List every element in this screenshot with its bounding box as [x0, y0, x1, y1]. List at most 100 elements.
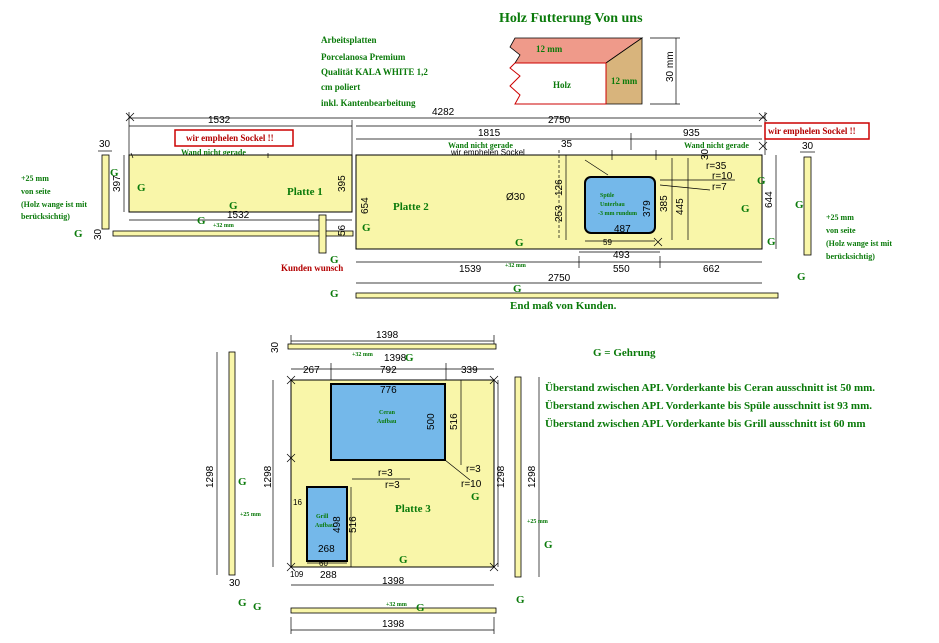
g-mark: G: [330, 254, 339, 266]
radius-7: r=7: [712, 182, 727, 193]
g-mark: G: [330, 288, 339, 300]
g-mark: G: [757, 175, 766, 187]
dim-4282: 4282: [432, 107, 455, 118]
dim-445: 445: [675, 198, 686, 215]
dim-493: 493: [613, 250, 630, 261]
sockel-note-left: wir emphelen Sockel !!: [186, 133, 274, 143]
dim-1539: 1539: [459, 264, 482, 275]
legend-ueberstand-ceran: Überstand zwischen APL Vorderkante bis C…: [545, 381, 875, 394]
dim-500: 500: [426, 413, 437, 430]
g-mark: G: [515, 237, 524, 249]
holz-height-dim: 30 mm: [665, 51, 676, 82]
holz-strip-side-right-3: [514, 376, 522, 578]
g-mark: G: [253, 601, 262, 613]
dim-1298-inner-right: 1298: [496, 465, 507, 488]
dim-56: 56: [337, 224, 348, 236]
dim-1532-bottom: 1532: [227, 210, 250, 221]
spec-block: Arbeitsplatten Porcelanosa Premium Quali…: [321, 35, 428, 108]
kunden-wunsch-strip: [318, 214, 327, 254]
dim-30-front: 30: [93, 228, 104, 240]
dim-126: 126: [554, 179, 565, 196]
g-mark: G: [399, 554, 408, 566]
dim-1398-bottom: 1398: [382, 576, 405, 587]
radius-3-c: r=3: [466, 464, 481, 475]
sockel-note-right: wir emphelen Sockel !!: [768, 126, 856, 136]
kunden-wunsch-note: Kunden wunsch: [281, 263, 343, 273]
dim-644: 644: [764, 191, 775, 208]
plus32-note-4: +32 mm: [386, 602, 407, 608]
sockel-note-right-box: [764, 122, 870, 140]
dim-2750-top: 2750: [548, 115, 571, 126]
grill-label-1: Grill: [316, 514, 329, 520]
dim-1815: 1815: [478, 128, 501, 139]
g-mark: G: [516, 594, 525, 606]
dim-516-bottom: 516: [348, 516, 359, 533]
dim-2750-bottom: 2750: [548, 273, 571, 284]
dim-60: 60: [319, 559, 328, 568]
spec-line-3: Qualität KALA WHITE 1,2: [321, 67, 428, 77]
dim-268: 268: [318, 544, 335, 555]
dim-288: 288: [320, 570, 337, 581]
dim-1532-top: 1532: [208, 115, 231, 126]
side-note-right-1: +25 mm: [826, 213, 854, 222]
side-note-left-1: +25 mm: [21, 174, 49, 183]
side-note-right-2: von seite: [826, 226, 856, 235]
dim-487: 487: [614, 224, 631, 235]
side-note-right-4: berücksichtig): [826, 252, 875, 261]
platte-1-label: Platte 1: [287, 186, 323, 198]
radius-10-top: r=10: [712, 171, 733, 182]
wand-note-3: Wand nicht gerade: [684, 141, 749, 150]
plus25-note-1: +25 mm: [240, 512, 261, 518]
g-mark: G: [544, 539, 553, 551]
dim-35: 35: [561, 139, 573, 150]
g-mark: G: [797, 271, 806, 283]
holz-side-label: 12 mm: [611, 76, 638, 86]
ceran-cutout: [330, 383, 446, 461]
wand-note-small: wir emphelen Sockel: [450, 148, 525, 157]
legend-ueberstand-grill: Überstand zwischen APL Vorderkante bis G…: [545, 417, 866, 430]
dim-1398-second: 1398: [384, 353, 407, 364]
spec-line-2: Porcelanosa Premium: [321, 52, 406, 62]
dim-59: 59: [603, 238, 612, 247]
g-mark: G: [767, 236, 776, 248]
legend-gehrung: G = Gehrung: [593, 347, 656, 359]
g-mark: G: [238, 597, 247, 609]
dim-379: 379: [642, 200, 653, 217]
dim-o30: Ø30: [506, 192, 525, 203]
holz-strip-back-3: [287, 343, 497, 350]
g-mark: G: [405, 352, 414, 364]
g-mark: G: [741, 203, 750, 215]
corner-markers: [125, 112, 768, 572]
g-mark: G: [229, 200, 238, 212]
legend-ueberstand-spuele: Überstand zwischen APL Vorderkante bis S…: [545, 399, 872, 412]
g-mark: G: [513, 283, 522, 295]
spuele-label-3: -3 mm rundum: [598, 211, 637, 217]
spuele-label-2: Unterbau: [600, 202, 625, 208]
g-mark: G: [416, 602, 425, 614]
g-mark: G: [110, 167, 119, 179]
spuele-label-1: Spüle: [600, 193, 615, 199]
dim-16: 16: [293, 498, 302, 507]
g-mark: G: [795, 199, 804, 211]
dim-267: 267: [303, 365, 320, 376]
g-mark: G: [74, 228, 83, 240]
dim-385: 385: [659, 195, 670, 212]
ceran-label-1: Ceran: [379, 410, 396, 416]
holz-profile: [509, 37, 644, 105]
grill-label-2: Aufbau: [315, 523, 335, 529]
dim-30-top-right: 30: [700, 148, 711, 160]
dim-935: 935: [683, 128, 700, 139]
dim-30-left: 30: [99, 139, 111, 150]
side-note-left-3: (Holz wange ist mit: [21, 200, 87, 209]
plus32-note-2: +32 mm: [505, 263, 526, 269]
dim-1298-outer-right: 1298: [527, 465, 538, 488]
dim-30-right: 30: [802, 141, 814, 152]
side-note-right-3: (Holz wange ist mit: [826, 239, 892, 248]
holz-strip-front-1: [112, 230, 354, 237]
spec-line-4: cm poliert: [321, 82, 360, 92]
grill-cutout: [306, 486, 348, 562]
dim-550: 550: [613, 264, 630, 275]
dim-1398-very-bottom: 1398: [382, 619, 405, 630]
holz-main-label: Holz: [553, 80, 571, 90]
dim-516-top: 516: [449, 413, 460, 430]
